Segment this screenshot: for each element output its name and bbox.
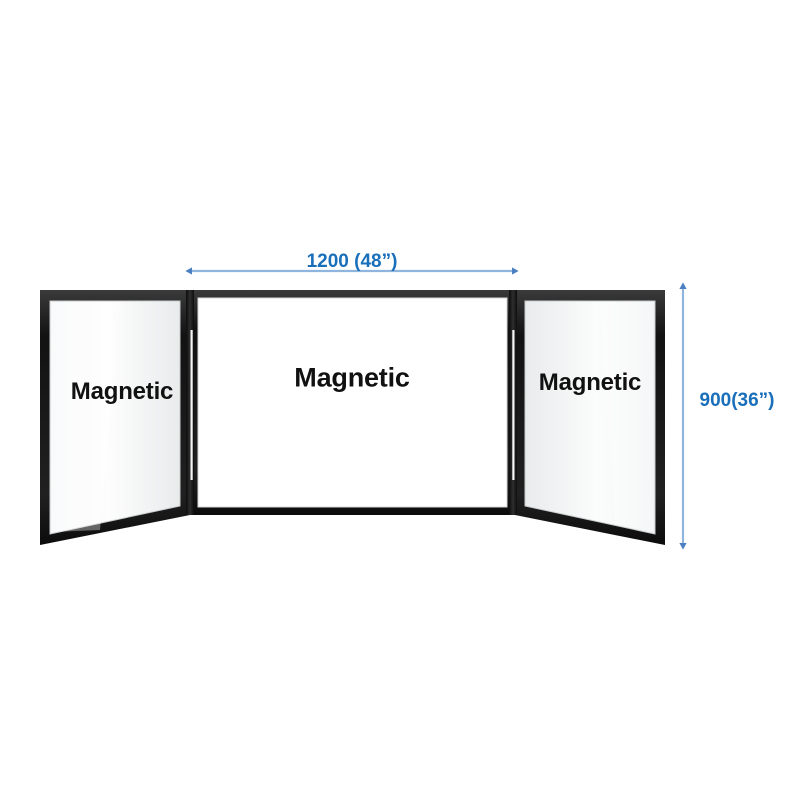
left-hinge-gap <box>190 330 193 480</box>
center-panel-surface <box>198 298 507 507</box>
right-hinge-gap <box>512 330 515 480</box>
right-wing-surface-edge <box>524 300 656 535</box>
left-wing-surface-edge <box>49 300 181 535</box>
left-wing-panel <box>40 290 190 545</box>
center-panel <box>190 290 515 515</box>
left-wing-gloss <box>52 303 120 532</box>
center-panel-label: Magnetic <box>294 362 410 393</box>
left-hinge-post <box>186 290 194 515</box>
left-hinge <box>186 290 194 515</box>
right-wing-surface <box>525 301 655 534</box>
left-wing-surface <box>50 301 180 534</box>
right-hinge <box>509 290 517 515</box>
right-wing-panel <box>515 290 665 545</box>
right-wing-label: Magnetic <box>538 369 642 396</box>
center-panel-surface-edge <box>197 297 508 508</box>
right-wing-gloss <box>600 302 653 531</box>
width-dimension-label: 1200 (48”) <box>306 251 398 272</box>
left-wing-label: Magnetic <box>70 378 174 405</box>
height-dimension-label: 900(36”) <box>699 390 775 411</box>
